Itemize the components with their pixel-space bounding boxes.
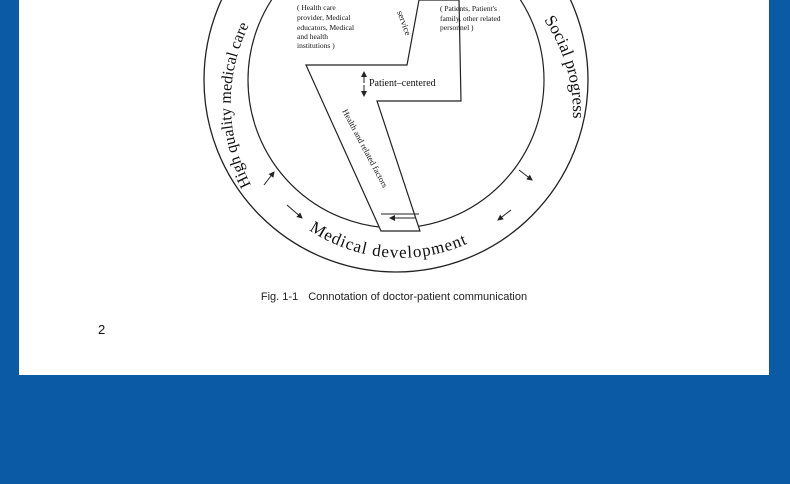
communication-diagram: High quality medical care Social progres… [203, 0, 589, 273]
flow-arrow-right-2 [497, 209, 512, 221]
provider-note: ( Health care provider, Medical educator… [297, 3, 356, 50]
flow-arrow-left-1 [263, 171, 275, 186]
service-label: service [395, 9, 413, 36]
patient-note: ( Patients, Patient's family, other rela… [440, 4, 502, 32]
center-label: Patient–centered [369, 78, 436, 89]
lightning-band [305, 0, 462, 232]
page-number: 2 [98, 322, 106, 337]
flow-arrow-right-1 [518, 169, 533, 181]
figure-caption-text: Connotation of doctor-patient communicat… [308, 291, 528, 303]
flow-arrow-left-2 [286, 204, 303, 219]
figure-number: Fig. 1-1 [260, 291, 299, 303]
document-page: High quality medical care Social progres… [19, 0, 769, 375]
outer-ring [203, 0, 589, 273]
figure-caption: Fig. 1-1 Connotation of doctor-patient co… [19, 291, 769, 303]
